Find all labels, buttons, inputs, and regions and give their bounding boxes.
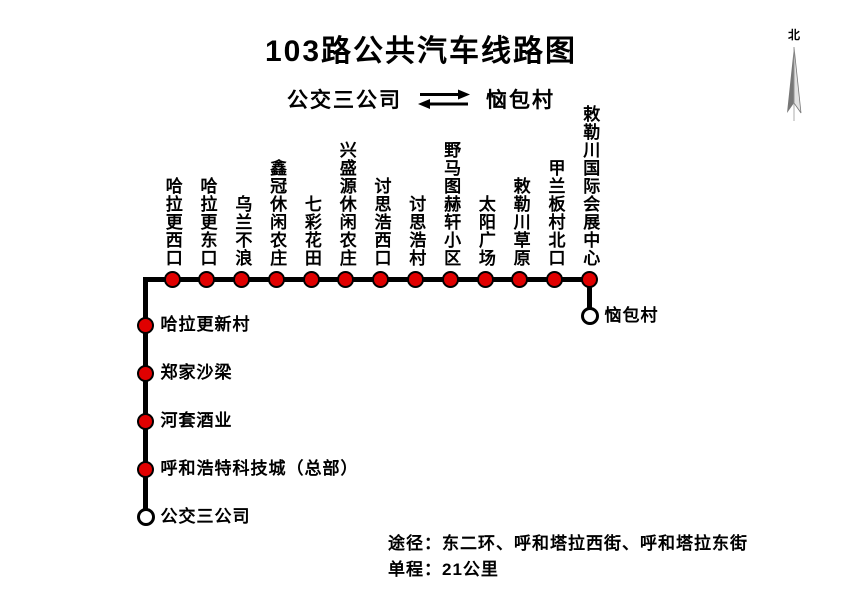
stop-dot-icon: [137, 460, 154, 478]
route-via-text: 途径：东二环、呼和塔拉西街、呼和塔拉东街: [388, 534, 748, 553]
stop-dot-icon: [302, 271, 320, 288]
stop-label: 鑫冠休闲农庄: [267, 158, 287, 267]
stop-dot-icon: [137, 364, 154, 382]
stop-dot-icon: [163, 271, 181, 288]
stop-dot-icon: [372, 271, 390, 288]
stop-dot-icon: [441, 271, 459, 288]
stop-label: 七彩花田: [301, 194, 321, 267]
route-info: 途径：东二环、呼和塔拉西街、呼和塔拉东街 单程：21公里: [388, 531, 748, 583]
route-line-right: [587, 277, 592, 318]
terminal-dot-icon: [136, 508, 155, 526]
stop-dot-icon: [546, 271, 564, 288]
header-start-terminal: 公交三公司: [287, 89, 402, 112]
stop-label: 讨思浩村: [406, 194, 426, 267]
route-distance-text: 单程：21公里: [388, 560, 499, 579]
stop-dot-icon: [233, 271, 251, 288]
stop-dot-icon: [267, 271, 285, 288]
terminal-dot-icon: [580, 307, 599, 325]
compass-north-label: 北: [787, 28, 800, 42]
stop-dot-icon: [337, 271, 355, 288]
stop-label: 河套酒业: [160, 411, 233, 430]
stop-label: 乌兰不浪: [232, 194, 252, 267]
stop-label: 哈拉更西口: [162, 176, 182, 267]
terminal-label: 公交三公司: [160, 507, 251, 526]
stop-dot-icon: [476, 271, 494, 288]
stop-dot-icon: [581, 271, 598, 288]
compass-needle-icon: [787, 46, 802, 121]
two-way-arrow-icon: [416, 88, 472, 110]
stop-label: 哈拉更东口: [197, 176, 217, 267]
stop-dot-icon: [198, 271, 216, 288]
compass: 北: [774, 26, 814, 123]
page-title: 103路公共汽车线路图: [264, 35, 578, 68]
stop-label: 讨思浩西口: [371, 176, 391, 267]
terminal-label: 恼包村: [604, 306, 659, 325]
stop-label: 敕勒川草原: [510, 176, 530, 267]
stop-label: 野马图赫轩小区: [441, 140, 461, 267]
stop-label: 太阳广场: [475, 194, 495, 267]
stop-label: 呼和浩特科技城（总部）: [160, 459, 359, 478]
stop-label: 甲兰板村北口: [545, 158, 565, 267]
stop-label: 郑家沙梁: [160, 363, 233, 382]
stop-dot-icon: [407, 271, 425, 288]
stop-label: 敕勒川国际会展中心: [580, 104, 600, 267]
stop-dot-icon: [511, 271, 529, 288]
stop-label: 哈拉更新村: [160, 315, 251, 334]
stop-label: 兴盛源休闲农庄: [336, 140, 356, 267]
header-end-terminal: 恼包村: [486, 89, 555, 112]
route-endpoints-header: 公交三公司 恼包村: [0, 84, 842, 114]
route-line-left: [143, 277, 148, 520]
stop-dot-icon: [137, 412, 154, 430]
stop-dot-icon: [137, 316, 154, 334]
route-line-horizontal: [143, 277, 592, 282]
